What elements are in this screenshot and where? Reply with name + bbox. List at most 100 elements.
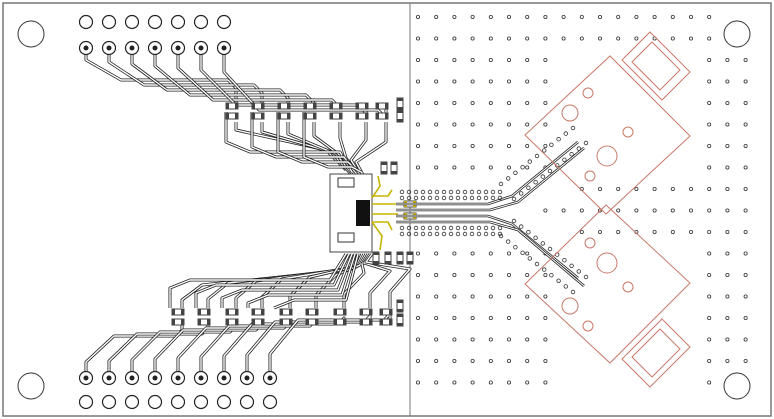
ground-via — [670, 208, 675, 213]
fence-via — [413, 195, 419, 201]
fence-via — [555, 163, 560, 168]
ground-via — [470, 14, 475, 19]
ground-via — [598, 229, 603, 234]
ground-via — [743, 358, 748, 363]
ground-via — [452, 36, 457, 41]
fence-via — [527, 256, 532, 261]
ground-via — [488, 272, 493, 277]
signal-trace-gap — [287, 122, 355, 177]
ground-via — [415, 294, 420, 299]
ground-via — [470, 36, 475, 41]
ground-via — [488, 294, 493, 299]
ground-via — [452, 14, 457, 19]
smd-pad — [356, 103, 359, 109]
smd-pad — [252, 309, 255, 315]
ground-via — [506, 294, 511, 299]
ground-via — [543, 315, 548, 320]
smd-pad — [181, 309, 184, 315]
fence-via — [569, 263, 574, 268]
fence-via — [562, 258, 567, 263]
smd-pad — [304, 113, 307, 119]
fence-via — [448, 189, 454, 195]
ground-via — [506, 36, 511, 41]
fence-via — [455, 225, 461, 231]
ground-via — [543, 143, 548, 148]
antenna-mount-hole — [561, 297, 579, 315]
antenna-mount-hole — [582, 320, 594, 332]
connector-signal-pad — [170, 40, 186, 56]
ground-via — [488, 337, 493, 342]
ground-via — [743, 143, 748, 148]
smd-pad — [397, 261, 403, 264]
fence-via — [527, 159, 532, 164]
ground-via — [525, 143, 530, 148]
ground-via — [707, 122, 712, 127]
connector-ground-pad — [193, 394, 209, 410]
ground-via — [743, 58, 748, 63]
smd-pad — [289, 319, 292, 325]
ground-via — [488, 122, 493, 127]
ground-via — [707, 380, 712, 385]
ground-via — [634, 36, 639, 41]
ground-via — [707, 186, 712, 191]
smd-pad — [365, 103, 368, 109]
fence-via — [563, 284, 568, 289]
connector-ground-pad — [101, 14, 117, 30]
fence-via — [413, 225, 419, 231]
ground-via — [634, 186, 639, 191]
ground-via — [525, 294, 530, 299]
ground-via — [415, 165, 420, 170]
ground-via — [543, 14, 548, 19]
fence-via — [469, 189, 475, 195]
ground-via — [470, 58, 475, 63]
ground-via — [470, 294, 475, 299]
fence-via — [556, 278, 561, 283]
ground-via — [561, 14, 566, 19]
smd-pad — [252, 319, 255, 325]
connector-pin — [221, 375, 227, 381]
ground-via — [488, 358, 493, 363]
ground-via — [525, 315, 530, 320]
ground-via — [725, 272, 730, 277]
connector-ground-pad — [124, 14, 140, 30]
connector-signal-pad — [262, 370, 278, 386]
mounting-hole — [723, 20, 751, 48]
fence-via — [455, 231, 461, 237]
ground-via — [452, 251, 457, 256]
ground-via — [415, 358, 420, 363]
connector-ground-pad — [170, 14, 186, 30]
ground-via — [506, 143, 511, 148]
ground-via — [488, 58, 493, 63]
rf-feed-trace — [372, 221, 393, 231]
fence-via — [441, 225, 447, 231]
smd-pad — [397, 252, 403, 255]
fence-via — [534, 261, 540, 267]
fence-via — [399, 195, 405, 201]
antenna-mount-hole — [584, 237, 596, 249]
antenna-mount-hole — [622, 126, 634, 138]
ground-via — [415, 380, 420, 385]
signal-trace-gap — [246, 315, 371, 371]
smd-pad — [343, 319, 346, 325]
smd-pad — [381, 171, 387, 174]
ground-via — [707, 79, 712, 84]
connector-ground-pad — [262, 394, 278, 410]
fence-via — [533, 235, 538, 240]
fence-via — [520, 250, 525, 255]
connector-signal-pad — [147, 370, 163, 386]
ground-via — [598, 36, 603, 41]
connector-signal-pad — [193, 40, 209, 56]
antenna-mount-hole — [561, 104, 579, 122]
ground-via — [525, 58, 530, 63]
smd-pad — [226, 319, 229, 325]
ground-via — [670, 186, 675, 191]
fence-via — [406, 195, 412, 201]
antenna-footprints — [524, 31, 691, 388]
connector-pin — [83, 45, 89, 51]
ground-via — [415, 58, 420, 63]
connector-pin — [175, 375, 181, 381]
ground-via — [452, 294, 457, 299]
smd-pad — [389, 319, 392, 325]
smd-pad — [360, 309, 363, 315]
